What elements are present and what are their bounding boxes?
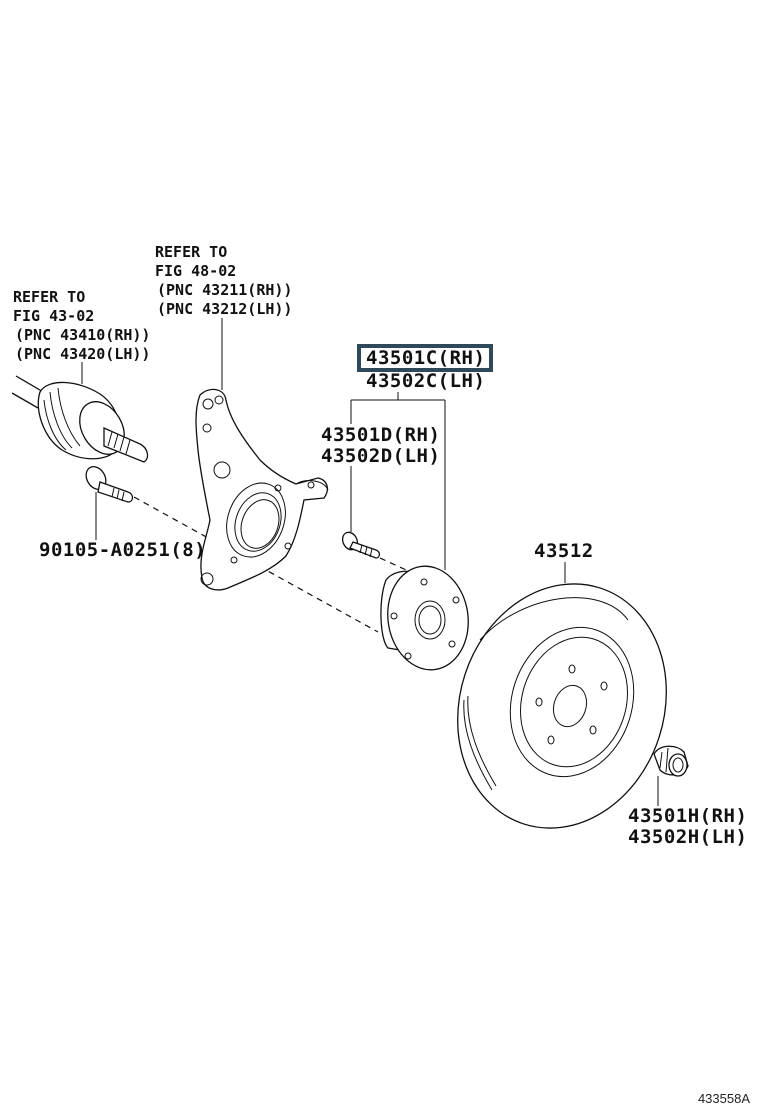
assembly-axis: [133, 496, 416, 633]
part-label-hub-bolt-lh[interactable]: 43502D(LH): [321, 445, 441, 467]
part-label-bolt[interactable]: 90105-A0251(8): [39, 539, 207, 561]
part-label-disc[interactable]: 43512: [534, 540, 594, 562]
callout-knuckle-fig[interactable]: FIG 48-02: [155, 262, 237, 280]
callout-knuckle-refer: REFER TO: [155, 243, 228, 261]
highlight-box: [357, 344, 493, 372]
callout-drive-shaft-refer: REFER TO: [13, 288, 86, 306]
brake-disc: [457, 583, 667, 829]
knuckle-bolt: [85, 466, 134, 503]
callout-drive-shaft-pnc-lh: (PNC 43420(LH)): [15, 345, 151, 363]
callout-knuckle-pnc-rh: (PNC 43211(RH)): [157, 281, 293, 299]
callout-drive-shaft-pnc-rh: (PNC 43410(RH)): [15, 326, 151, 344]
callout-drive-shaft-fig[interactable]: FIG 43-02: [13, 307, 95, 325]
figure-id: 433558A: [697, 1091, 750, 1106]
part-label-hub-bolt-rh[interactable]: 43501D(RH): [321, 424, 441, 446]
hub-bolt: [341, 531, 381, 559]
axle-hub: [380, 565, 469, 671]
callout-knuckle-pnc-lh: (PNC 43212(LH)): [157, 300, 293, 318]
steering-knuckle: [195, 388, 329, 591]
drive-shaft-joint: [11, 375, 149, 463]
leader-lines: [81, 318, 659, 806]
part-label-nut-lh[interactable]: 43502H(LH): [628, 826, 748, 848]
part-label-nut-rh[interactable]: 43501H(RH): [628, 805, 748, 827]
hub-nut: [653, 745, 689, 777]
part-label-hub-rh[interactable]: 43501C(RH): [366, 347, 486, 369]
part-label-hub-lh[interactable]: 43502C(LH): [366, 370, 486, 392]
